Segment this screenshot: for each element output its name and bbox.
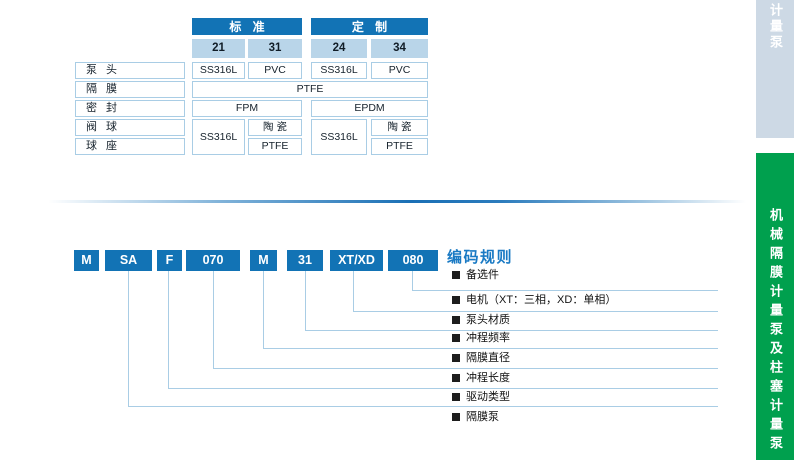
table-cell-pump-head-21: SS316L <box>192 62 245 79</box>
code-item-label: 电机（XT：三相，XD：单相） <box>466 293 617 306</box>
connector-vline-stroke-frequency <box>263 271 264 348</box>
connector-vline-stroke-length <box>168 271 169 388</box>
connector-hline-options <box>412 290 718 291</box>
code-box-drive-type: SA <box>105 250 152 271</box>
code-box-head-material: 31 <box>287 250 323 271</box>
table-cell-ball-block-standard: SS316L <box>192 119 245 155</box>
bullet-square-icon <box>452 354 460 362</box>
bullet-square-icon <box>452 393 460 401</box>
code-item-drive-type: 驱动类型 <box>452 390 510 404</box>
table-group-header-custom: 定 制 <box>311 18 428 35</box>
code-box-options: 080 <box>388 250 438 271</box>
table-cell-diaphragm-all: PTFE <box>192 81 428 98</box>
table-col-header-34: 34 <box>371 39 428 58</box>
connector-hline-drive-type <box>128 406 718 407</box>
code-box-drive-pump: M <box>74 250 99 271</box>
code-box-stroke-length: F <box>157 250 182 271</box>
connector-hline-stroke-frequency <box>263 348 718 349</box>
code-item-head-material: 泵头材质 <box>452 313 510 327</box>
code-item-label: 隔膜泵 <box>466 410 499 423</box>
code-item-label: 驱动类型 <box>466 390 510 403</box>
connector-vline-diaphragm-diameter <box>213 271 214 368</box>
coding-rules-title: 编码规则 <box>447 249 514 266</box>
connector-vline-motor <box>353 271 354 311</box>
table-cell-pump-head-24: SS316L <box>311 62 367 79</box>
table-cell-seal-standard: FPM <box>192 100 302 117</box>
code-item-label: 泵头材质 <box>466 313 510 326</box>
divider-rule <box>48 200 746 203</box>
connector-hline-stroke-length <box>168 388 718 389</box>
bullet-square-icon <box>452 316 460 324</box>
table-cell-valve-ball-custom: 陶 瓷 <box>371 119 428 136</box>
connector-hline-motor <box>353 311 718 312</box>
code-box-motor: XT/XD <box>330 250 383 271</box>
code-item-diaphragm-pump: 隔膜泵 <box>452 410 499 424</box>
connector-hline-head-material <box>305 330 718 331</box>
code-item-options: 备选件 <box>452 268 499 282</box>
connector-vline-drive-type <box>128 271 129 406</box>
code-item-diaphragm-diameter: 隔膜直径 <box>452 351 510 365</box>
bullet-square-icon <box>452 334 460 342</box>
table-cell-ball-seat-custom: PTFE <box>371 138 428 155</box>
sidebar-section-bar: 机械隔膜计量泵及柱塞计量泵 <box>756 153 794 460</box>
code-item-motor: 电机（XT：三相，XD：单相） <box>452 293 616 307</box>
code-item-label: 冲程长度 <box>466 371 510 384</box>
sidebar-top-bar: 计量泵 <box>756 0 794 138</box>
table-group-header-standard: 标 准 <box>192 18 302 35</box>
sidebar-top-label: 计量泵 <box>768 3 783 51</box>
connector-hline-diaphragm-diameter <box>213 368 718 369</box>
table-cell-pump-head-31: PVC <box>248 62 302 79</box>
code-item-label: 备选件 <box>466 268 499 281</box>
table-col-header-24: 24 <box>311 39 367 58</box>
table-row-label-ball-seat: 球 座 <box>75 138 185 155</box>
connector-vline-head-material <box>305 271 306 330</box>
code-item-label: 冲程频率 <box>466 331 510 344</box>
table-cell-ball-block-custom: SS316L <box>311 119 367 155</box>
table-row-label-seal: 密 封 <box>75 100 185 117</box>
code-item-label: 隔膜直径 <box>466 351 510 364</box>
connector-vline-options <box>412 271 413 290</box>
bullet-square-icon <box>452 413 460 421</box>
bullet-square-icon <box>452 296 460 304</box>
table-row-label-diaphragm: 隔 膜 <box>75 81 185 98</box>
table-cell-pump-head-34: PVC <box>371 62 428 79</box>
table-cell-seal-custom: EPDM <box>311 100 428 117</box>
bullet-square-icon <box>452 271 460 279</box>
code-item-stroke-length: 冲程长度 <box>452 371 510 385</box>
code-box-diaphragm-diameter: 070 <box>186 250 240 271</box>
table-col-header-31: 31 <box>248 39 302 58</box>
table-row-label-valve-ball: 阀 球 <box>75 119 185 136</box>
table-cell-valve-ball-standard: 陶 瓷 <box>248 119 302 136</box>
sidebar-section-label: 机械隔膜计量泵及柱塞计量泵 <box>768 208 783 455</box>
table-cell-ball-seat-standard: PTFE <box>248 138 302 155</box>
bullet-square-icon <box>452 374 460 382</box>
table-row-label-pump-head: 泵 头 <box>75 62 185 79</box>
table-col-header-21: 21 <box>192 39 245 58</box>
code-item-stroke-frequency: 冲程频率 <box>452 331 510 345</box>
code-box-stroke-frequency: M <box>250 250 277 271</box>
